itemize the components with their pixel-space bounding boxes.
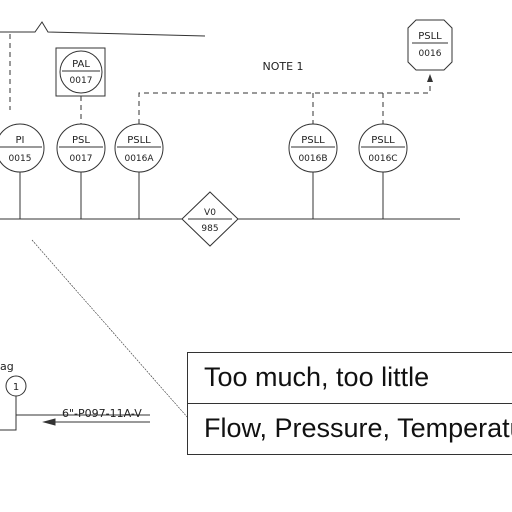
- valve-number: 985: [201, 224, 218, 234]
- psll-0016c-tag: PSLL: [371, 135, 395, 146]
- psll-0016-tag: PSLL: [418, 31, 442, 42]
- pal-0017-tag: PAL: [72, 59, 90, 70]
- top-line: [0, 21, 206, 37]
- leader-line: [31, 239, 189, 419]
- pi-0015-tag: PI: [16, 135, 25, 146]
- psll-0016a-instrument: PSLL 0016A: [114, 123, 164, 173]
- note-1-label: NOTE 1: [262, 60, 303, 73]
- pi-0015-instrument: PI 0015: [0, 123, 45, 173]
- note1-arrow: [427, 74, 433, 82]
- psll-0016c-number: 0016C: [368, 154, 397, 164]
- pal-0017-instrument: PAL 0017: [55, 47, 106, 97]
- valve-0985-tag: V0 985: [181, 191, 239, 247]
- text-overlay-box: Too much, too little Flow, Pressure, Tem…: [187, 352, 512, 455]
- note1-signal-line: [138, 78, 431, 124]
- psl-0017-instrument: PSL 0017: [56, 123, 106, 173]
- psll-0016b-instrument: PSLL 0016B: [288, 123, 338, 173]
- psl-0017-number: 0017: [70, 154, 93, 164]
- pi-0015-number: 0015: [9, 154, 32, 164]
- pal-0017-number: 0017: [70, 76, 93, 86]
- arrow-head: [42, 418, 56, 426]
- overlay-row-parameters: Flow, Pressure, Temperature: [204, 413, 512, 444]
- valve-tag: V0: [204, 208, 216, 218]
- line-spec-label: 6"-P097-11A-V: [62, 407, 142, 420]
- psll-0016a-number: 0016A: [124, 154, 154, 164]
- psll-0016b-tag: PSLL: [301, 135, 325, 146]
- psll-0016c-instrument: PSLL 0016C: [358, 123, 408, 173]
- psll-0016-instrument: PSLL 0016: [407, 19, 453, 71]
- overlay-row-too-much: Too much, too little: [188, 353, 512, 404]
- psll-0016a-tag: PSLL: [127, 135, 151, 146]
- psl-0017-tag: PSL: [72, 135, 90, 146]
- partial-tag-label: ag: [0, 360, 14, 373]
- revision-balloon: 1: [5, 375, 27, 397]
- psll-0016-number: 0016: [419, 49, 442, 59]
- psll-0016b-number: 0016B: [298, 154, 327, 164]
- balloon-number: 1: [13, 382, 19, 393]
